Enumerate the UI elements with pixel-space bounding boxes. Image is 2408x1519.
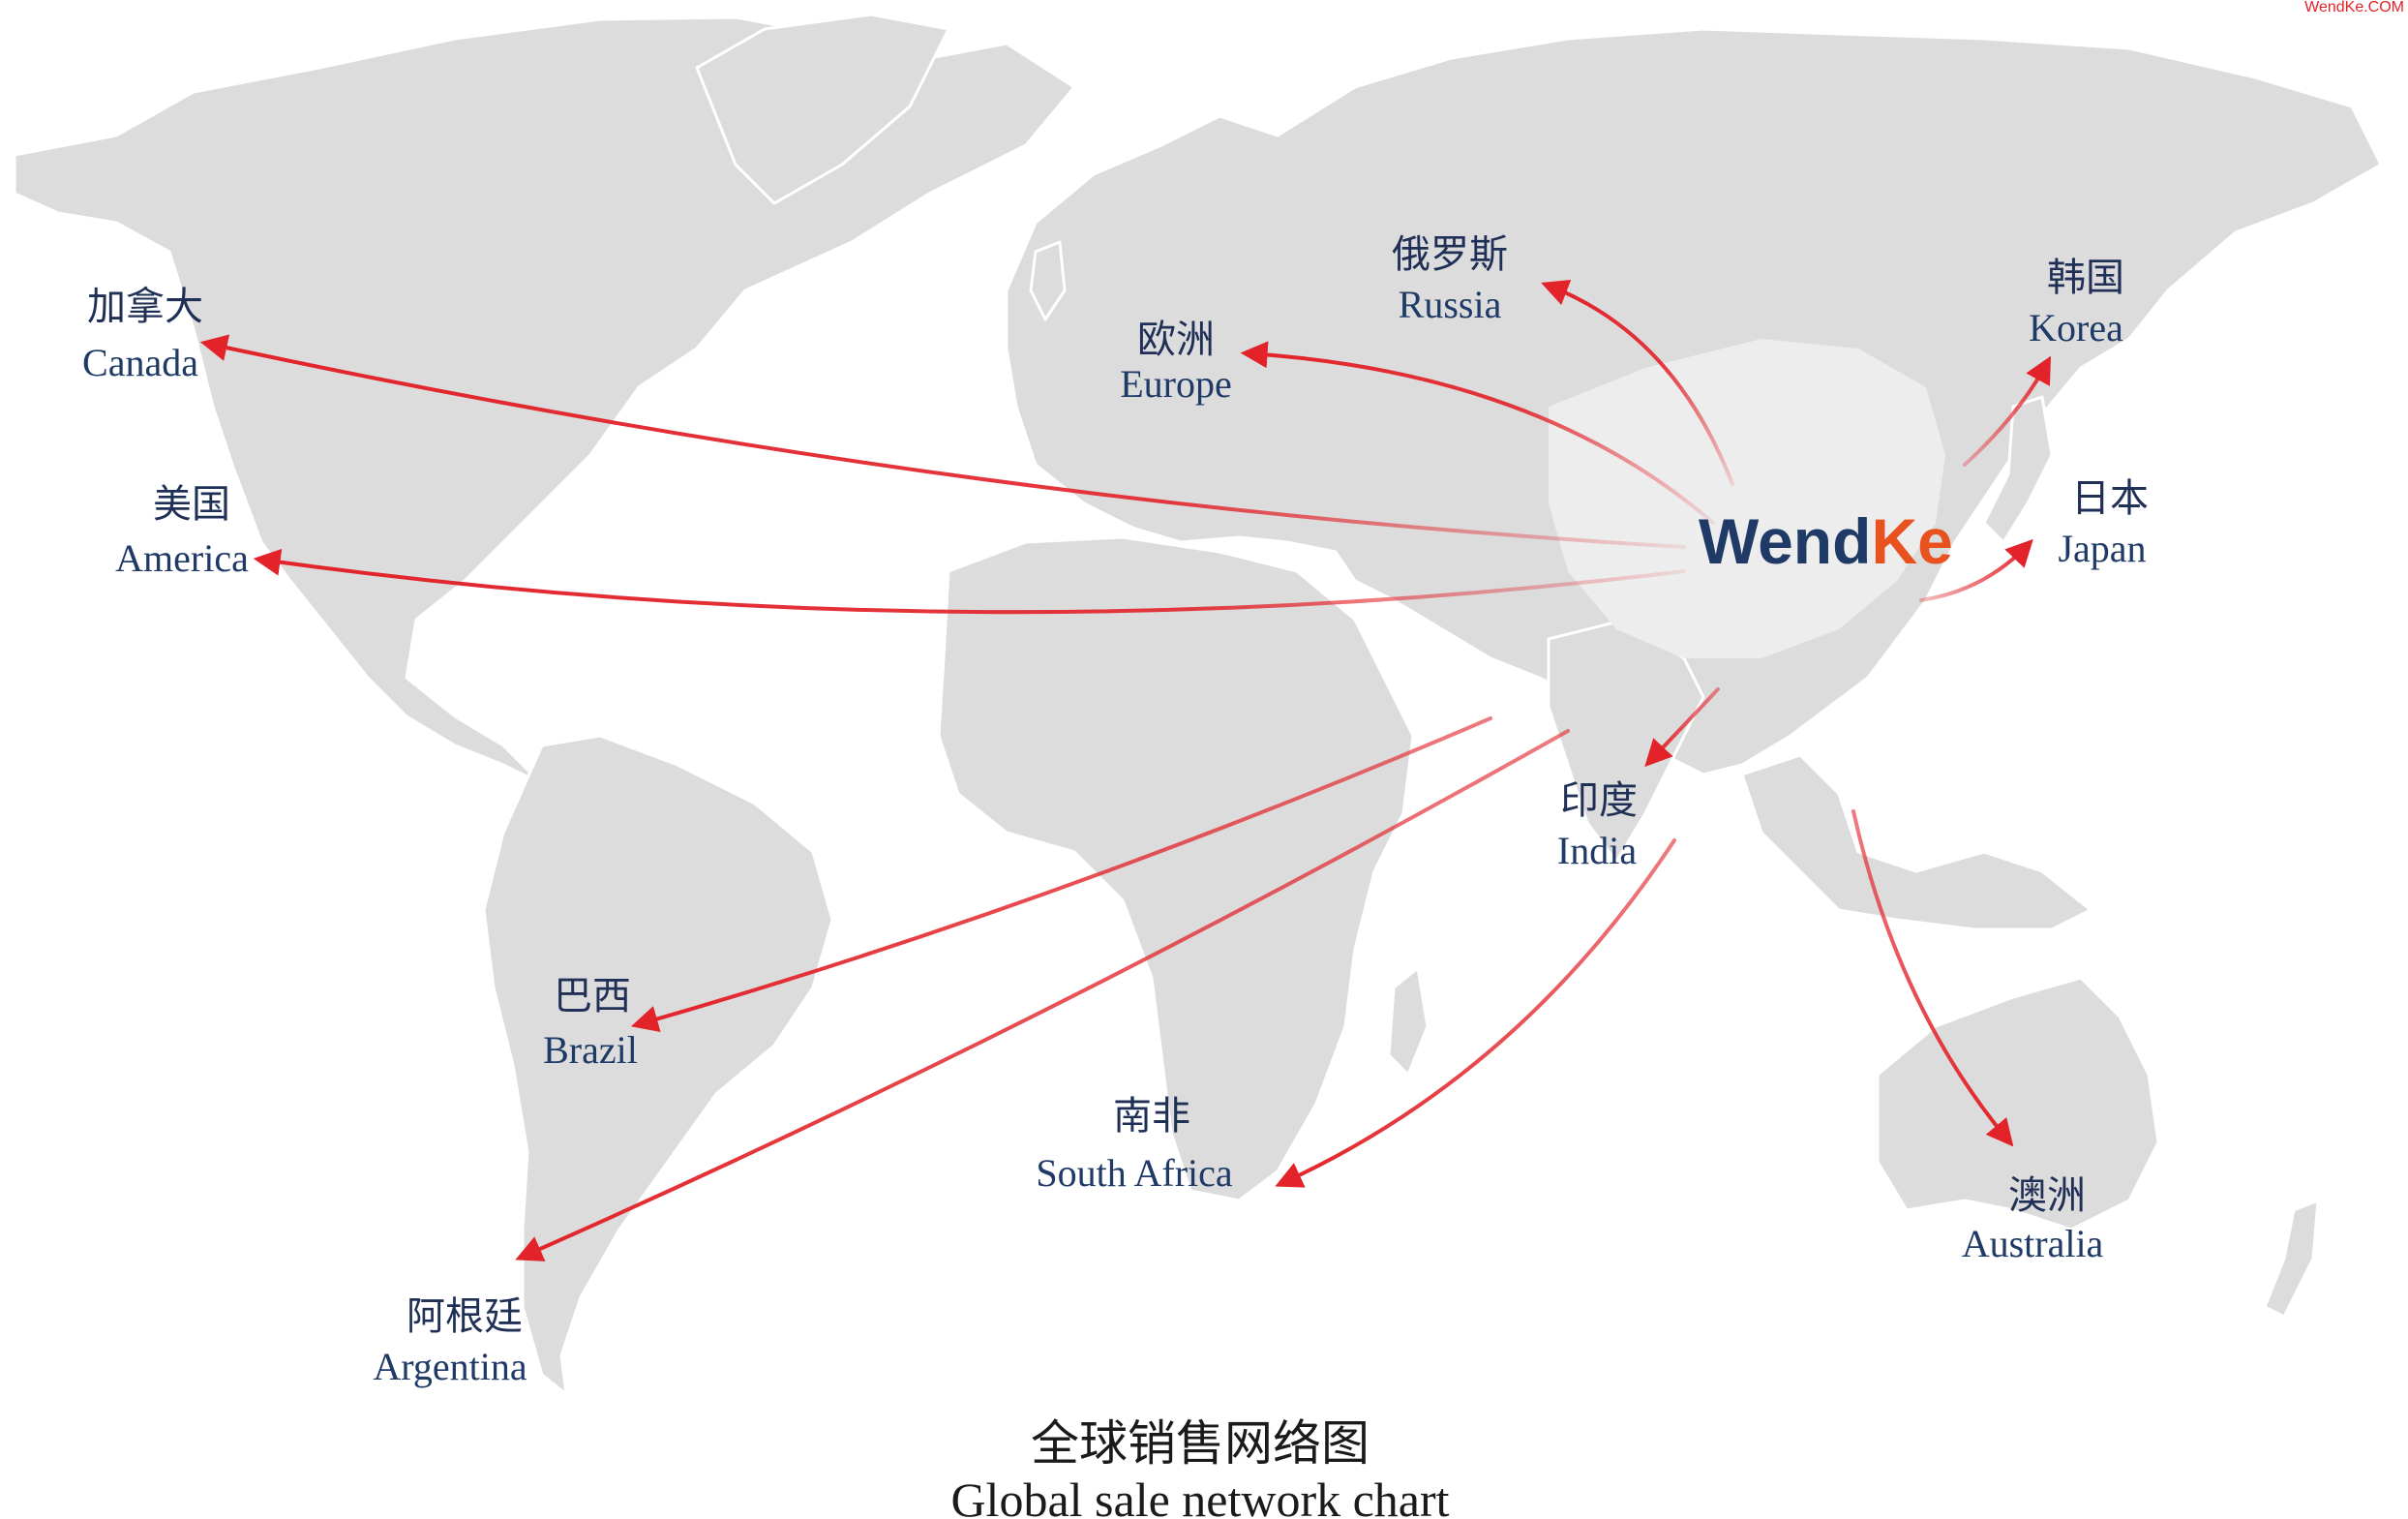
southeast-asia-land bbox=[1740, 753, 2092, 931]
route-arrow-argentina bbox=[515, 729, 1570, 1261]
new-zealand-land bbox=[2263, 1199, 2320, 1319]
north-america-land bbox=[13, 15, 1076, 786]
route-arrow-europe bbox=[1240, 341, 1715, 525]
routes-layer bbox=[199, 279, 2052, 1261]
label-en-australia: Australia bbox=[1962, 1222, 2104, 1265]
brand-logo-part2: Ke bbox=[1871, 505, 1952, 577]
label-en-america: America bbox=[115, 536, 249, 580]
label-en-korea: Korea bbox=[2029, 306, 2123, 349]
label-en-india: India bbox=[1557, 829, 1637, 872]
uk-land bbox=[1029, 240, 1067, 321]
route-arrow-russia bbox=[1541, 279, 1734, 486]
label-zh-europe: 欧洲 bbox=[1137, 318, 1215, 362]
label-zh-korea: 韩国 bbox=[2047, 256, 2124, 300]
label-en-canada: Canada bbox=[82, 341, 198, 384]
brand-logo-part1: Wend bbox=[1699, 505, 1871, 577]
label-en-argentina: Argentina bbox=[373, 1345, 527, 1388]
label-zh-brazil: 巴西 bbox=[554, 974, 631, 1018]
route-arrow-canada bbox=[199, 334, 1686, 549]
label-zh-japan: 日本 bbox=[2071, 476, 2149, 521]
route-arrow-india bbox=[1644, 687, 1720, 768]
label-zh-india: 印度 bbox=[1560, 778, 1638, 823]
label-zh-argentina: 阿根廷 bbox=[406, 1294, 523, 1339]
label-en-brazil: Brazil bbox=[543, 1028, 638, 1072]
route-arrow-japan bbox=[1919, 538, 2033, 602]
label-zh-canada: 加拿大 bbox=[87, 285, 203, 329]
japan-land bbox=[1982, 395, 2054, 544]
brand-logo: WendKe bbox=[1699, 505, 1953, 577]
china-highlight bbox=[1549, 339, 1945, 658]
label-en-south-africa: South Africa bbox=[1036, 1151, 1233, 1195]
label-en-russia: Russia bbox=[1399, 283, 1502, 326]
label-en-europe: Europe bbox=[1120, 362, 1232, 406]
south-america-land bbox=[482, 734, 834, 1396]
africa-land bbox=[937, 535, 1415, 1202]
australia-land bbox=[1876, 976, 2160, 1231]
title-zh: 全球销售网络图 bbox=[1031, 1415, 1370, 1472]
title-en: Global sale network chart bbox=[950, 1473, 1449, 1519]
site-link[interactable]: WendKe.COM bbox=[2304, 0, 2404, 15]
label-zh-russia: 俄罗斯 bbox=[1392, 232, 1508, 277]
route-arrow-south-africa bbox=[1275, 838, 1676, 1188]
greenland-land bbox=[695, 13, 950, 205]
route-arrow-australia bbox=[1851, 809, 2014, 1147]
route-arrow-brazil bbox=[630, 716, 1492, 1033]
route-arrow-korea bbox=[1963, 355, 2052, 467]
label-zh-south-africa: 南非 bbox=[1113, 1094, 1190, 1139]
label-en-japan: Japan bbox=[2058, 527, 2146, 570]
label-zh-america: 美国 bbox=[153, 482, 230, 527]
route-arrow-america bbox=[253, 548, 1686, 615]
madagascar-land bbox=[1387, 966, 1430, 1077]
label-zh-australia: 澳洲 bbox=[2008, 1173, 2086, 1218]
